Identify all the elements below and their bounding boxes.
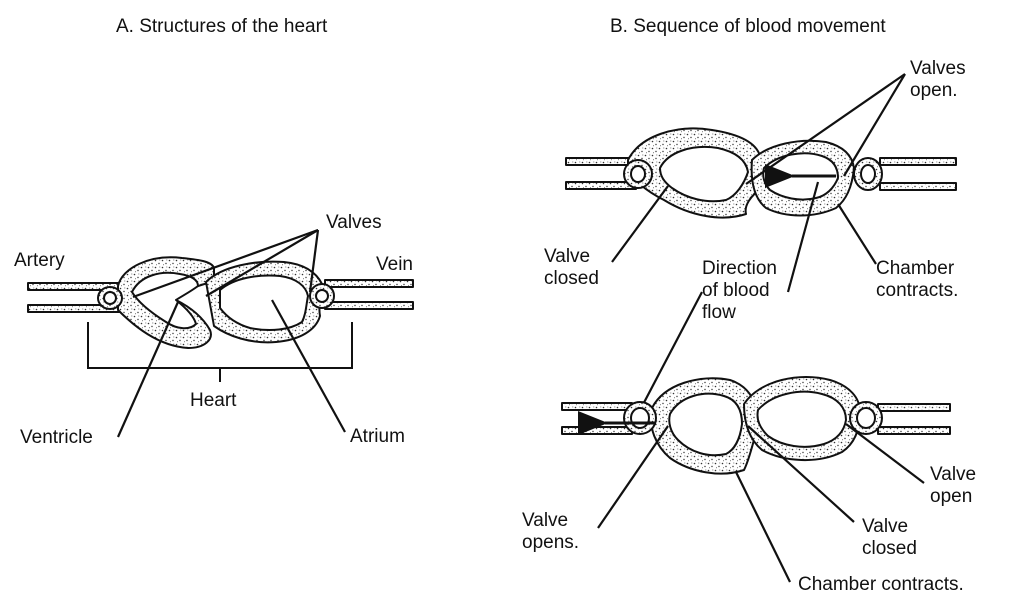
bottom-valve-closed-line2: closed xyxy=(862,538,917,559)
flow-leaders xyxy=(637,181,820,415)
bottom-valve-opens-line2: opens. xyxy=(522,532,580,553)
direction-of-flow-line2: of blood xyxy=(702,280,770,301)
top-valves-open-label: Valves open. xyxy=(910,58,966,102)
bottom-valve-open-label: Valve open xyxy=(930,464,976,508)
bottom-valve-opens-line1: Valve xyxy=(522,510,569,531)
bottom-valve-open-line1: Valve xyxy=(930,464,977,485)
top-valve-closed-line1: Valve xyxy=(544,246,591,267)
valves-label: Valves xyxy=(326,212,382,233)
top-valves-open-line1: Valves xyxy=(910,58,966,79)
top-chamber-contracts-line1: Chamber xyxy=(876,258,955,279)
artery-label: Artery xyxy=(14,250,65,271)
panel-b-top-leaders xyxy=(611,73,906,265)
panel-a-title: A. Structures of the heart xyxy=(116,16,328,37)
top-chamber-contracts-line2: contracts. xyxy=(876,280,959,301)
bottom-chamber-contracts-label: Chamber contracts. xyxy=(798,574,964,595)
vein-label: Vein xyxy=(376,254,413,275)
panel-b-title: B. Sequence of blood movement xyxy=(610,16,886,37)
bottom-valve-closed-line1: Valve xyxy=(862,516,909,537)
top-valve-closed-line2: closed xyxy=(544,268,599,289)
top-valve-closed-label: Valve closed xyxy=(544,246,599,290)
heart-bracket xyxy=(87,322,353,382)
direction-of-flow-line1: Direction xyxy=(702,258,777,279)
top-valves-open-line2: open. xyxy=(910,80,958,101)
ventricle-label: Ventricle xyxy=(20,427,93,448)
direction-of-flow-line3: flow xyxy=(702,302,736,323)
bottom-valve-closed-label: Valve closed xyxy=(862,516,917,560)
bottom-valve-open-line2: open xyxy=(930,486,973,507)
panel-a-leaders xyxy=(116,228,346,438)
panel-b-bottom-leaders xyxy=(597,423,925,583)
direction-of-flow-label: Direction of blood flow xyxy=(702,258,777,324)
atrium-label: Atrium xyxy=(350,426,405,447)
top-chamber-contracts-label: Chamber contracts. xyxy=(876,258,958,302)
heart-label: Heart xyxy=(190,390,237,411)
panel-a-heart-tube xyxy=(27,256,414,349)
bottom-valve-opens-label: Valve opens. xyxy=(522,510,579,554)
